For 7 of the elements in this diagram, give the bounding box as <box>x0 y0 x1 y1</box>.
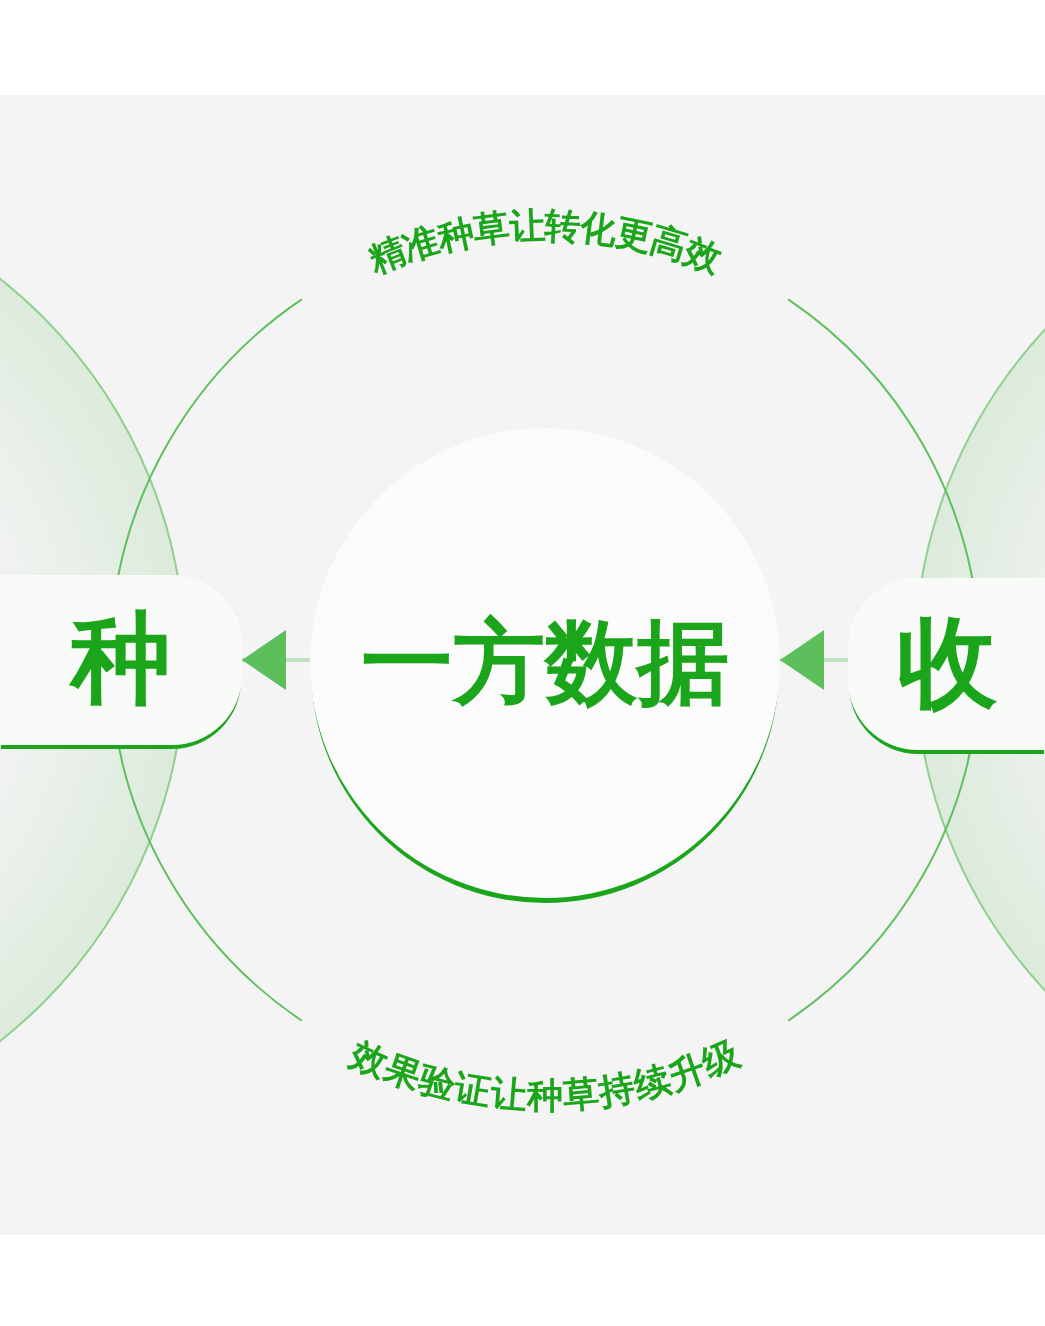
center-title: 一方数据 <box>361 608 729 718</box>
pill-label: 收 <box>896 602 997 723</box>
arc-label: 效果验证让种草持续升级 <box>345 1032 745 1116</box>
arrow <box>780 630 848 690</box>
arrow <box>242 630 310 690</box>
pill-label: 种 <box>71 598 171 719</box>
arc-label: 精准种草让转化更高效 <box>362 204 728 281</box>
